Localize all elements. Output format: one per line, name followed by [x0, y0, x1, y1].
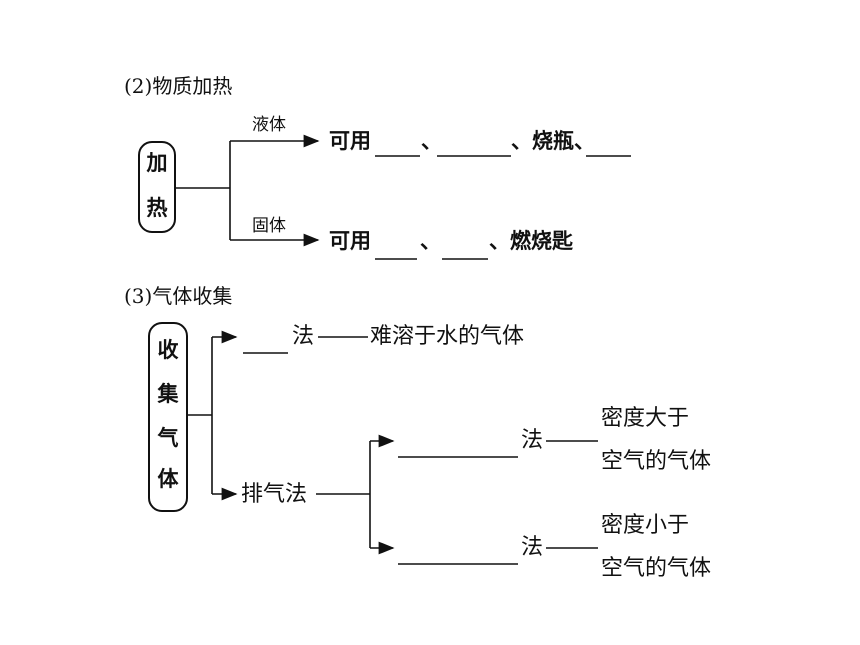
heating-box [138, 141, 176, 233]
collect-box-char: 集 [157, 382, 179, 406]
heating-heading: (2)物质加热 [124, 74, 233, 98]
gas-collection-heading: (3)气体收集 [124, 284, 233, 308]
collect-box-char: 收 [157, 338, 179, 362]
heating-box-char: 加 [146, 151, 168, 175]
solid-prefix: 可用 [329, 229, 371, 253]
water-method-desc: 难溶于水的气体 [370, 324, 525, 349]
air-down-desc-line1: 密度小于 [601, 513, 690, 538]
collect-box-char: 体 [157, 467, 179, 491]
air-up-suffix: 法 [521, 428, 544, 453]
air-up-desc-line2: 空气的气体 [601, 449, 712, 474]
liquid-prefix: 可用 [329, 129, 371, 153]
solid-sep: 、 [420, 229, 441, 253]
liquid-flask-text: 、烧瓶、 [511, 129, 595, 153]
liquid-label: 液体 [252, 115, 286, 135]
air-up-desc-line1: 密度大于 [601, 406, 690, 431]
solid-label: 固体 [252, 216, 286, 236]
air-down-suffix: 法 [521, 535, 544, 560]
air-method-label: 排气法 [241, 482, 308, 507]
solid-spoon-text: 、燃烧匙 [489, 229, 573, 253]
air-down-desc-line2: 空气的气体 [601, 556, 712, 581]
water-method-suffix: 法 [292, 324, 315, 349]
collect-box-char: 气 [157, 426, 179, 450]
collect-gas-box [148, 322, 188, 512]
liquid-sep: 、 [421, 129, 442, 153]
heating-box-char: 热 [146, 196, 168, 220]
